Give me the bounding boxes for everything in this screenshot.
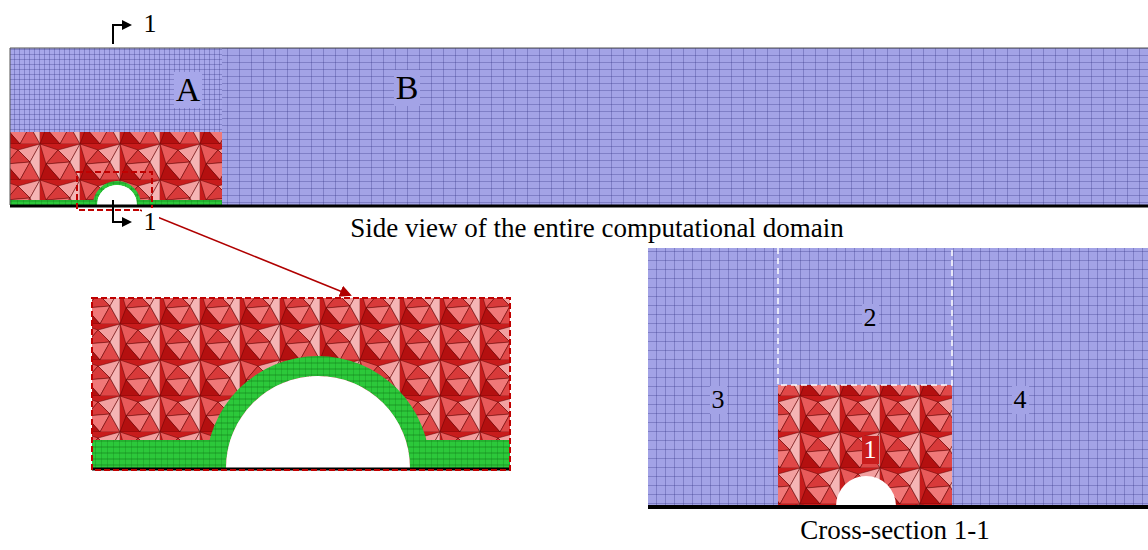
section-mark: 1: [142, 208, 159, 235]
zone-number: 4: [1012, 386, 1029, 413]
zone-number: 3: [710, 386, 727, 413]
view-caption: Cross-section 1-1: [798, 516, 992, 544]
zone-number: 1: [862, 436, 879, 463]
zone-number: 2: [862, 304, 879, 331]
zone-label: A: [174, 72, 203, 108]
zone-label: B: [394, 70, 421, 106]
section-mark: 1: [142, 10, 159, 37]
view-caption: Side view of the entire computational do…: [348, 214, 845, 242]
